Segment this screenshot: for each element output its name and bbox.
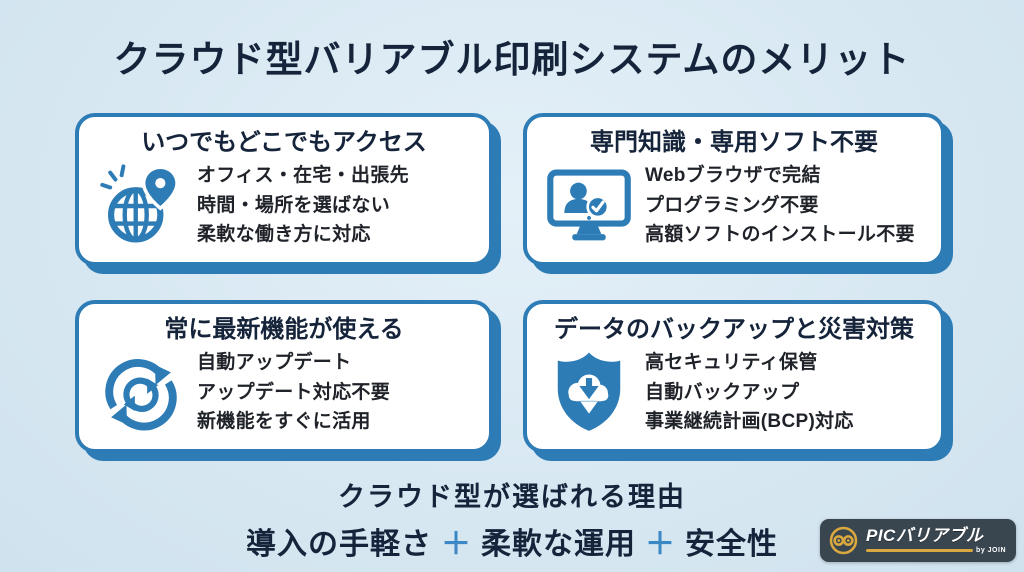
formula-item-flexible: 柔軟な運用	[481, 527, 636, 561]
card-no-expert-software: 専門知識・専用ソフト不要 Webブラウザで完結	[523, 112, 945, 266]
card-line: 事業継続計画(BCP)対応	[645, 411, 854, 433]
card-line: 新機能をすぐに活用	[197, 411, 371, 433]
plus-sign: ＋	[645, 527, 676, 561]
card-line: プログラミング不要	[645, 194, 819, 216]
globe-pin-icon	[97, 162, 185, 250]
card-line: アップデート対応不要	[197, 381, 391, 403]
card-body: 高セキュリティ保管 自動バックアップ 事業継続計画(BCP)対応	[541, 348, 927, 436]
card-line: 時間・場所を選ばない	[197, 194, 391, 216]
brand-logo: PICバリアブル by JOIN	[820, 519, 1016, 562]
card-line: 柔軟な働き方に対応	[197, 224, 371, 246]
card-lines: Webブラウザで完結 プログラミング不要 高額ソフトのインストール不要	[645, 161, 915, 249]
formula-item-ease: 導入の手軽さ	[246, 527, 432, 561]
page-title: クラウド型バリアブル印刷システムのメリット	[113, 39, 911, 80]
card-line: Webブラウザで完結	[645, 165, 821, 187]
card-lines: 高セキュリティ保管 自動バックアップ 事業継続計画(BCP)対応	[645, 348, 854, 436]
card-line: 高セキュリティ保管	[645, 352, 818, 374]
card-line: 高額ソフトのインストール不要	[645, 224, 915, 246]
card-body: 自動アップデート アップデート対応不要 新機能をすぐに活用	[93, 348, 475, 436]
card-lines: 自動アップデート アップデート対応不要 新機能をすぐに活用	[197, 348, 390, 436]
card-body: オフィス・在宅・出張先 時間・場所を選ばない 柔軟な働き方に対応	[93, 161, 475, 249]
benefits-grid: いつでもどこでもアクセス	[75, 112, 1024, 453]
card-backup-disaster: データのバックアップと災害対策 高セキュリティ保管	[523, 299, 945, 453]
card-line: 自動アップデート	[197, 352, 352, 374]
card-title: データのバックアップと災害対策	[554, 315, 914, 343]
logo-underline: by JOIN	[866, 547, 1006, 554]
logo-text-block: PICバリアブル by JOIN	[866, 525, 1006, 554]
card-lines: オフィス・在宅・出張先 時間・場所を選ばない 柔軟な働き方に対応	[197, 161, 409, 249]
card-anytime-access: いつでもどこでもアクセス	[75, 112, 493, 266]
card-title: いつでもどこでもアクセス	[141, 128, 427, 156]
card-title: 常に最新機能が使える	[164, 315, 404, 343]
footer-summary: クラウド型が選ばれる理由 導入の手軽さ ＋ 柔軟な運用 ＋ 安全性	[0, 475, 1024, 563]
formula-item-safety: 安全性	[685, 527, 778, 561]
footer-heading: クラウド型が選ばれる理由	[338, 481, 686, 512]
card-latest-features: 常に最新機能が使える	[75, 299, 493, 453]
plus-sign: ＋	[441, 527, 472, 561]
card-title: 専門知識・専用ソフト不要	[590, 128, 878, 156]
footer-formula: 導入の手軽さ ＋ 柔軟な運用 ＋ 安全性	[0, 519, 1024, 563]
card-body: Webブラウザで完結 プログラミング不要 高額ソフトのインストール不要	[541, 161, 927, 249]
card-line: 自動バックアップ	[645, 381, 800, 403]
shield-cloud-download-icon	[545, 349, 633, 437]
logo-sub-text: by JOIN	[976, 547, 1006, 555]
gold-underline-bar	[866, 549, 974, 553]
monitor-user-check-icon	[545, 162, 633, 250]
infinity-logo-icon	[828, 525, 859, 556]
logo-brand-text: PICバリアブル	[866, 525, 984, 545]
sync-arrows-icon	[97, 349, 185, 437]
card-line: オフィス・在宅・出張先	[197, 165, 409, 187]
